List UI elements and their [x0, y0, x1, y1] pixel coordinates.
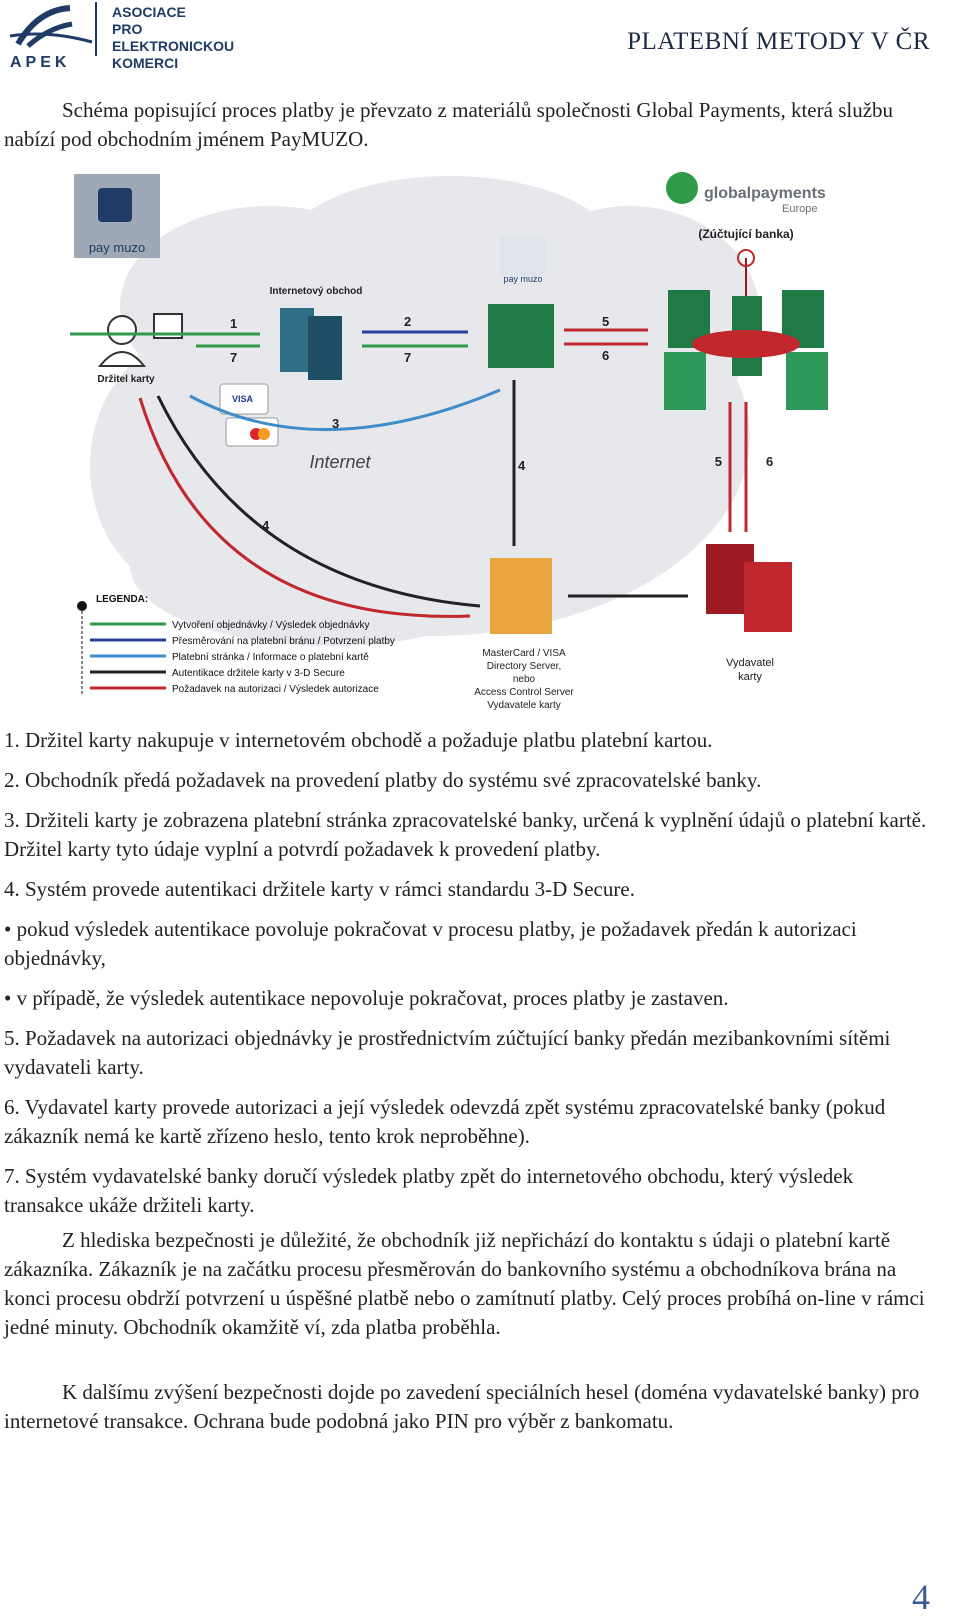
apek-logo-mark	[9, 2, 97, 56]
logo-line: PRO	[112, 21, 143, 37]
arrow-number: 5	[602, 314, 609, 329]
holder-label: Držitel karty	[97, 374, 155, 385]
acs-label: Vydavatele karty	[487, 700, 561, 711]
security-paragraph: Z hlediska bezpečnosti je důležité, že o…	[4, 1228, 925, 1339]
arrow-number: 6	[602, 348, 609, 363]
internet-label: Internet	[309, 452, 371, 472]
acs-label: Directory Server,	[487, 661, 561, 672]
list-item: 6. Vydavatel karty provede autorizaci a …	[4, 1095, 886, 1148]
list-item: • pokud výsledek autentikace povoluje po…	[4, 917, 857, 970]
acquiring-bank-servers	[664, 249, 828, 410]
page-header: ASOCIACE PRO ELEKTRONICKOU KOMERCI APEK …	[0, 0, 960, 80]
arrow-number: 4	[262, 518, 270, 533]
arrow-number: 3	[332, 416, 339, 431]
acs-label: Access Control Server	[474, 687, 574, 698]
arrow-number: 4	[518, 458, 526, 473]
issuer-servers: Vydavatel karty	[706, 544, 792, 683]
legend-item: Přesměrování na platební bránu / Potvrze…	[172, 636, 395, 647]
internet-shop-servers: Internetový obchod	[270, 286, 363, 380]
legend-item: Platební stránka / Informace o platební …	[172, 652, 369, 663]
flow-arrows: 1 7 2 7 5 6 3 4 4 5 6	[70, 314, 773, 618]
process-steps: 1. Držitel karty nakupuje v internetovém…	[4, 726, 934, 1231]
arrow-number: 5	[715, 454, 722, 469]
list-item: 3. Držiteli karty je zobrazena platební …	[4, 808, 927, 861]
gp-sub-text: Europe	[782, 203, 817, 215]
card-holder: Držitel karty	[97, 313, 183, 385]
logo-line: KOMERCI	[112, 55, 179, 71]
intro-paragraph: Schéma popisující proces platby je převz…	[4, 98, 894, 151]
shop-label: Internetový obchod	[270, 286, 363, 297]
globalpayments-logo: globalpayments Europe (Zúčtující banka)	[666, 172, 826, 241]
apek-logo: ASOCIACE PRO ELEKTRONICKOU KOMERCI APEK	[8, 2, 238, 72]
list-item: 1. Držitel karty nakupuje v internetovém…	[4, 728, 713, 752]
legend-item: Vytvoření objednávky / Výsledek objednáv…	[172, 620, 370, 631]
arrow-number: 2	[404, 314, 411, 329]
issuer-label: Vydavatel	[726, 657, 774, 669]
diagram-svg: pay muzo globalpayments Europe (Zúčtujíc…	[70, 172, 828, 711]
payment-process-diagram: pay muzo globalpayments Europe (Zúčtujíc…	[70, 166, 870, 716]
arrow-number: 1	[230, 316, 237, 331]
diagram-legend: LEGENDA: Vytvoření objednávky / Výsledek…	[77, 594, 395, 695]
page-number: 4	[912, 1577, 930, 1617]
arrow-number: 7	[230, 350, 237, 365]
acs-label: MasterCard / VISA	[482, 648, 566, 659]
logo-line: ASOCIACE	[112, 4, 186, 20]
page-title: PLATEBNÍ METODY V ČR	[627, 28, 930, 55]
logo-abbr: APEK	[10, 54, 71, 71]
logo-text: ASOCIACE PRO ELEKTRONICKOU KOMERCI	[112, 4, 234, 72]
arrow-number: 7	[404, 350, 411, 365]
paymuzo-small-label: pay muzo	[503, 274, 542, 284]
list-item: 2. Obchodník předá požadavek na proveden…	[4, 768, 762, 792]
final-paragraph: K dalšímu zvýšení bezpečnosti dojde po z…	[4, 1380, 920, 1433]
issuer-label: karty	[738, 671, 762, 683]
legend-title: LEGENDA:	[96, 594, 148, 605]
list-item: 7. Systém vydavatelské banky doručí výsl…	[4, 1164, 854, 1217]
arrow-number: 6	[766, 454, 773, 469]
logo-line: ELEKTRONICKOU	[112, 38, 235, 54]
acs-server: MasterCard / VISA Directory Server, nebo…	[474, 558, 574, 711]
acs-label: nebo	[513, 674, 536, 685]
list-item: 5. Požadavek na autorizaci objednávky je…	[4, 1026, 891, 1079]
internet-cloud	[90, 176, 760, 646]
paymuzo-server: pay muzo	[488, 236, 554, 368]
legend-item: Požadavek na autorizaci / Výsledek autor…	[172, 684, 379, 695]
gp-brand-text: globalpayments	[704, 185, 826, 202]
card-visa-text: VISA	[232, 394, 254, 404]
list-item: • v případě, že výsledek autentikace nep…	[4, 986, 729, 1010]
legend-item: Autentikace držitele karty v 3-D Secure	[172, 668, 345, 679]
paymuzo-logo-text: pay muzo	[89, 240, 145, 255]
gp-role-text: (Zúčtující banka)	[698, 227, 793, 241]
paymuzo-logo: pay muzo	[74, 174, 160, 258]
payment-cards: VISA	[219, 383, 279, 447]
list-item: 4. Systém provede autentikaci držitele k…	[4, 877, 635, 901]
